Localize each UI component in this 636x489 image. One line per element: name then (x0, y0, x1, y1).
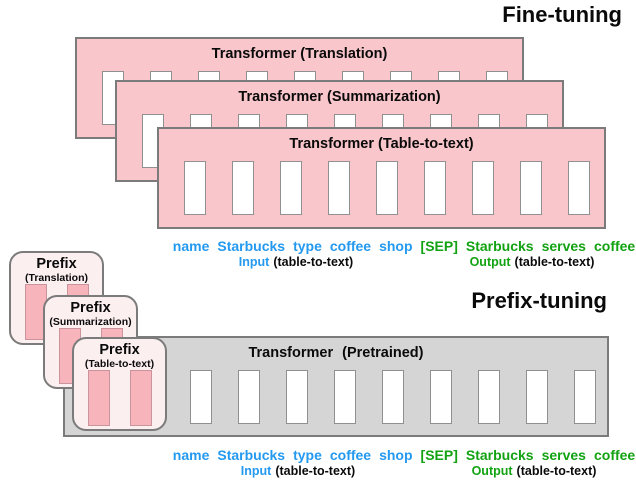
activation-slot (568, 161, 590, 215)
input-caption: Input (table-to-text) (241, 464, 355, 478)
activation-slot-row (190, 370, 596, 424)
input-caption-note: (table-to-text) (275, 464, 356, 478)
input-caption-label: Input (240, 464, 272, 478)
prefix-task-label: (Translation) (24, 272, 88, 284)
input-caption: Input (table-to-text) (239, 255, 353, 269)
input-caption-note: (table-to-text) (273, 255, 354, 269)
transformer-box-label: Transformer (Table-to-text) (159, 136, 604, 153)
prefix-label: Prefix (70, 300, 111, 316)
transformer-label-task: (Summarization) (327, 89, 441, 105)
output-token: Starbucks (465, 447, 534, 463)
transformer-label-task: (Pretrained) (342, 345, 424, 361)
activation-slot (190, 370, 212, 424)
input-token: shop (379, 447, 413, 463)
output-caption: Output (table-to-text) (470, 255, 595, 269)
transformer-box-table-to-text: Transformer (Table-to-text) (157, 127, 606, 229)
prefix-task-label: (Summarization) (49, 316, 132, 328)
input-token: coffee (329, 447, 372, 463)
output-token: coffee (593, 447, 636, 463)
input-token-group: name Starbucks type coffee shop (173, 238, 413, 254)
prefix-activation-row (88, 370, 152, 426)
activation-slot (334, 370, 356, 424)
fine-tuning-heading: Fine-tuning (502, 2, 622, 27)
input-token: name (172, 238, 210, 254)
prefix-label: Prefix (99, 342, 140, 358)
output-token-group: [SEP] Starbucks serves coffee (421, 238, 636, 254)
activation-slot (376, 161, 398, 215)
activation-slot (574, 370, 596, 424)
output-caption-note: (table-to-text) (514, 255, 595, 269)
input-caption-label: Input (238, 255, 270, 269)
activation-slot (328, 161, 350, 215)
transformer-label-name: Transformer (211, 46, 297, 62)
transformer-label-name: Transformer (289, 136, 375, 152)
output-token-group: [SEP] Starbucks serves coffee (421, 447, 636, 463)
activation-slot (472, 161, 494, 215)
input-token: name (172, 447, 210, 463)
transformer-label-task: (Table-to-text) (378, 136, 474, 152)
prefix-activation (130, 370, 152, 426)
activation-slot (520, 161, 542, 215)
activation-slot (424, 161, 446, 215)
transformer-label-name: Transformer (248, 345, 334, 361)
output-token: serves (541, 238, 586, 254)
input-token: coffee (329, 238, 372, 254)
input-token: type (293, 238, 322, 254)
output-token: [SEP] (420, 447, 458, 463)
prefix-label: Prefix (36, 256, 77, 272)
output-caption-label: Output (469, 255, 511, 269)
activation-slot (526, 370, 548, 424)
input-token: type (293, 447, 322, 463)
input-token-group: name Starbucks type coffee shop (173, 447, 413, 463)
transformer-box-label: Transformer (Pretrained) (65, 345, 607, 362)
output-caption-label: Output (471, 464, 513, 478)
input-token: shop (379, 238, 413, 254)
transformer-box-label: Transformer (Summarization) (117, 89, 562, 106)
activation-slot (382, 370, 404, 424)
prefix-box-table-to-text: Prefix (Table-to-text) (72, 337, 167, 431)
transformer-box-label: Transformer (Translation) (77, 46, 522, 63)
activation-slot (286, 370, 308, 424)
activation-slot (232, 161, 254, 215)
io-token-row-prefixtuning: name Starbucks type coffee shop [SEP] Starbuc… (168, 447, 636, 463)
output-caption-note: (table-to-text) (516, 464, 597, 478)
transformer-label-task: (Translation) (300, 46, 388, 62)
transformer-label-name: Transformer (238, 89, 324, 105)
activation-slot (184, 161, 206, 215)
activation-slot (238, 370, 260, 424)
output-caption: Output (table-to-text) (472, 464, 597, 478)
prefix-activation (88, 370, 110, 426)
prefix-task-label: (Table-to-text) (84, 358, 155, 370)
output-token: [SEP] (420, 238, 458, 254)
output-token: Starbucks (465, 238, 534, 254)
input-token: Starbucks (217, 238, 286, 254)
output-token: serves (541, 447, 586, 463)
input-token: Starbucks (217, 447, 286, 463)
activation-slot (478, 370, 500, 424)
prefix-tuning-heading: Prefix-tuning (471, 288, 607, 313)
io-token-row-finetuning: name Starbucks type coffee shop [SEP] Starbuc… (168, 238, 636, 254)
activation-slot (280, 161, 302, 215)
activation-slot-row (184, 161, 590, 215)
activation-slot (430, 370, 452, 424)
output-token: coffee (593, 238, 636, 254)
